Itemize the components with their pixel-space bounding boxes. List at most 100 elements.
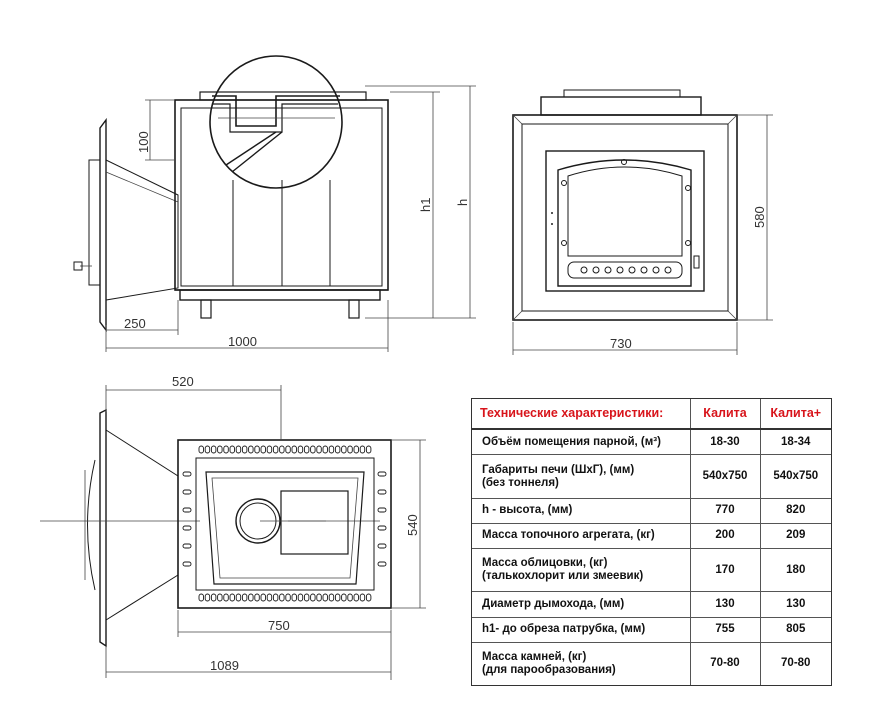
detail-profile: [212, 95, 340, 127]
spec-row-label-main: Габариты печи (ШхГ), (мм): [482, 463, 635, 476]
rim-hole: [279, 593, 285, 602]
rim-hole: [210, 445, 217, 454]
top-view: 520 750 1089 540: [40, 374, 426, 680]
dim-100: 100: [136, 131, 151, 153]
spec-title: Технические характеристики:: [472, 399, 690, 430]
spec-row-label: h1- до обреза патрубка, (мм): [472, 617, 690, 643]
spec-row-kalita-value: 18-30: [689, 429, 760, 456]
rim-hole: [204, 593, 211, 602]
dim-730: 730: [610, 336, 632, 351]
side-leg-right: [348, 299, 360, 319]
spec-col-kalita-plus: Калита+: [759, 399, 831, 430]
spec-row-kalita-plus-value: 540x750: [759, 454, 831, 499]
spec-row-kalita-plus-value: 18-34: [759, 429, 831, 456]
rim-hole: [182, 543, 192, 549]
top-grate: [280, 490, 349, 555]
front-top-plate: [540, 96, 702, 116]
rim-hole: [254, 593, 260, 602]
rim-hole: [377, 561, 387, 567]
rim-hole: [241, 593, 248, 602]
rim-hole: [303, 593, 310, 602]
spec-row-label: Габариты печи (ШхГ), (мм)(без тоннеля): [472, 454, 690, 499]
spec-row-kalita-plus-value: 820: [759, 498, 831, 524]
rim-hole: [310, 593, 316, 602]
spec-row-label: Масса топочного агрегата, (кг): [472, 523, 690, 550]
rim-hole: [303, 445, 310, 454]
front-top-vent: [563, 89, 681, 98]
front-door: [557, 159, 692, 287]
spec-row-label: Объём помещения парной, (м³): [472, 429, 690, 456]
rim-hole: [272, 593, 279, 602]
dim-1089: 1089: [210, 658, 239, 673]
top-tunnel: [105, 429, 179, 621]
rim-hole: [334, 593, 341, 602]
rim-hole: [353, 593, 359, 602]
rim-hole: [291, 445, 297, 454]
spec-row: Масса облицовки, (кг)(талькохлорит или з…: [472, 548, 831, 593]
dim-750: 750: [268, 618, 290, 633]
spec-row-kalita-value: 540x750: [689, 454, 760, 499]
rim-hole: [279, 445, 285, 454]
rim-hole: [316, 593, 322, 602]
rim-hole: [210, 593, 217, 602]
spec-row: Габариты печи (ШхГ), (мм)(без тоннеля)54…: [472, 454, 831, 499]
side-door-plate: [99, 117, 107, 333]
spec-row-kalita-value: 755: [689, 617, 760, 643]
rim-hole: [291, 593, 297, 602]
rim-hole: [297, 593, 304, 602]
spec-header-row: Технические характеристики: Калита Калит…: [472, 399, 831, 430]
top-rim-holes-bottom: [198, 593, 372, 602]
rim-hole: [260, 445, 266, 454]
rim-hole: [359, 593, 366, 602]
rim-hole: [254, 445, 260, 454]
side-top-plate: [199, 91, 367, 101]
spec-row-kalita-value: 770: [689, 498, 760, 524]
dim-540: 540: [405, 514, 420, 536]
spec-row-label-main: Диаметр дымохода, (мм): [482, 598, 625, 611]
side-leg-left: [200, 299, 212, 319]
dim-h: h: [455, 199, 470, 206]
spec-row-label: Масса камней, (кг)(для парообразования): [472, 642, 690, 685]
spec-row-kalita-value: 70-80: [689, 642, 760, 685]
rim-hole: [182, 489, 192, 495]
rim-hole: [365, 593, 372, 602]
spec-row-label-main: h - высота, (мм): [482, 504, 573, 517]
rim-hole: [347, 445, 353, 454]
spec-row-label-main: Масса камней, (кг): [482, 650, 587, 663]
rim-hole: [322, 593, 328, 602]
rim-hole: [359, 445, 366, 454]
spec-row-label: Диаметр дымохода, (мм): [472, 591, 690, 618]
rim-hole: [223, 593, 229, 602]
spec-row-kalita-plus-value: 180: [759, 548, 831, 593]
spec-row-kalita-plus-value: 805: [759, 617, 831, 643]
spec-row-kalita-value: 130: [689, 591, 760, 618]
spec-row-label-main: Масса топочного агрегата, (кг): [482, 529, 655, 542]
rim-hole: [353, 445, 359, 454]
rim-hole: [316, 445, 322, 454]
rim-hole: [217, 593, 223, 602]
top-door-plate: [99, 408, 107, 648]
rim-hole: [248, 593, 254, 602]
spec-row-label: h - высота, (мм): [472, 498, 690, 524]
rim-hole: [365, 445, 372, 454]
rim-hole: [334, 445, 341, 454]
spec-row-label-main: Масса облицовки, (кг): [482, 557, 608, 570]
rim-hole: [223, 445, 229, 454]
rim-hole: [182, 507, 192, 513]
rim-hole: [229, 593, 235, 602]
rim-hole: [272, 445, 279, 454]
rim-hole: [217, 445, 223, 454]
spec-row-kalita-plus-value: 130: [759, 591, 831, 618]
side-tunnel: [105, 159, 179, 301]
front-door-glass: [567, 166, 683, 257]
side-view: 100 h1 h 250 1000: [73, 55, 476, 352]
rim-hole: [182, 471, 192, 477]
rim-hole: [198, 593, 204, 602]
rim-hole: [285, 593, 291, 602]
detail-circle: [209, 55, 343, 189]
rim-hole: [341, 593, 347, 602]
dim-520: 520: [172, 374, 194, 389]
